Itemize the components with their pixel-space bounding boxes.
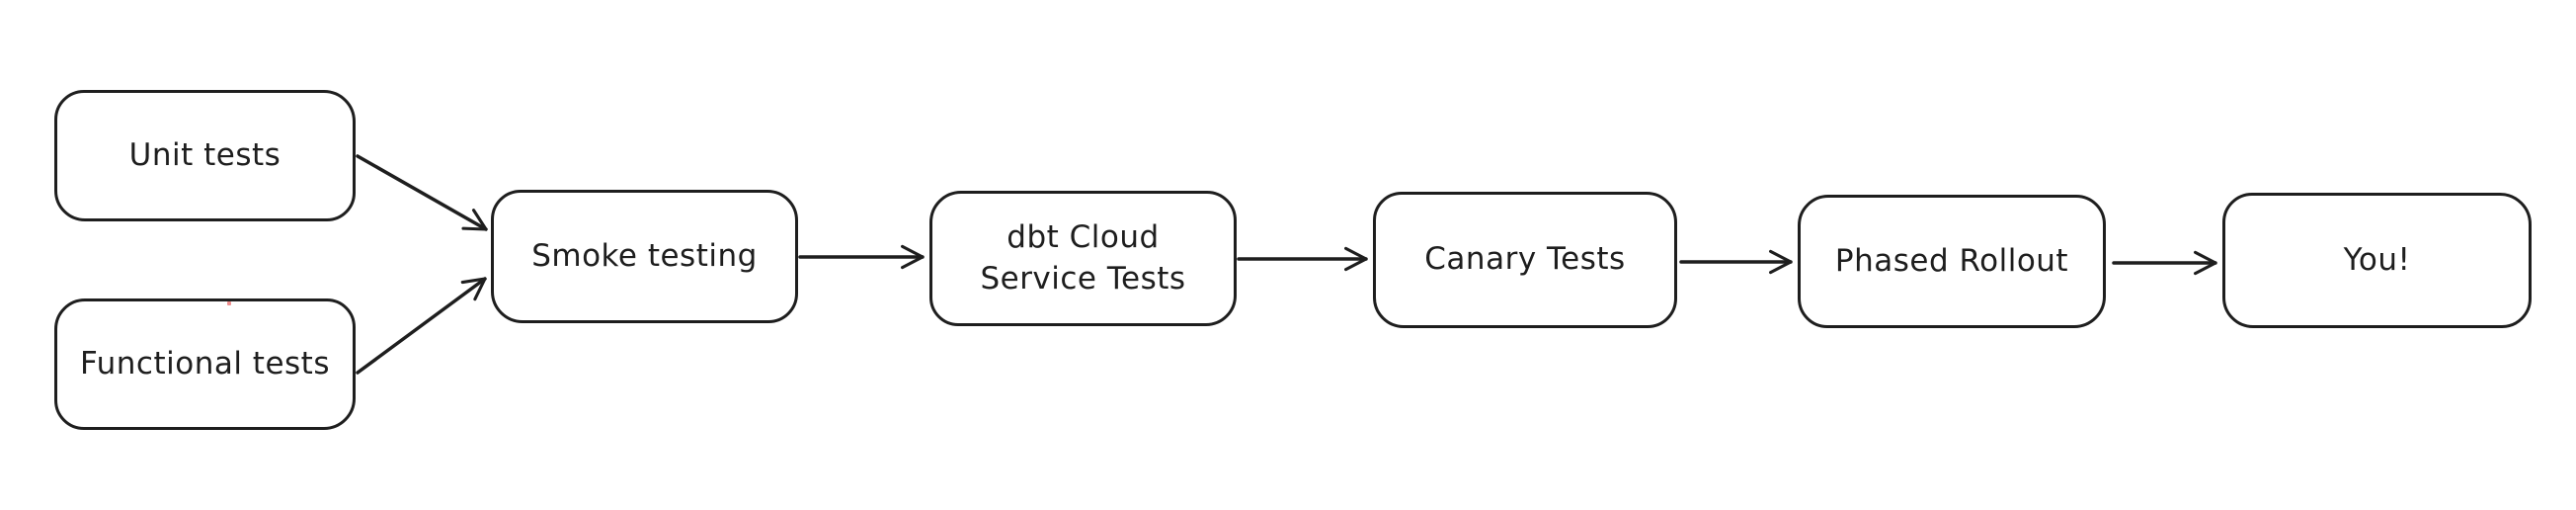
node-dbt-cloud-service-tests: dbt Cloud Service Tests [929,191,1237,326]
node-smoke-testing-label: Smoke testing [531,237,758,274]
node-phased-rollout-label: Phased Rollout [1834,242,2069,279]
node-canary-tests-label: Canary Tests [1424,241,1626,278]
node-unit-tests-label: Unit tests [128,136,282,173]
node-you: You! [2222,193,2532,328]
node-you-label: You! [2343,241,2411,278]
node-functional-tests: Functional tests [54,298,356,430]
node-functional-tests-label: Functional tests [79,345,330,382]
node-smoke-testing: Smoke testing [491,190,798,323]
node-phased-rollout: Phased Rollout [1798,195,2106,328]
node-dbt-cloud-service-tests-label: dbt Cloud Service Tests [980,218,1186,297]
arrow-unit-tests-to-smoke-testing [356,154,488,231]
node-canary-tests: Canary Tests [1373,192,1677,328]
arrow-functional-tests-to-smoke-testing [356,277,487,375]
node-unit-tests: Unit tests [54,90,356,221]
stray-red-dot-artifact [227,301,231,305]
